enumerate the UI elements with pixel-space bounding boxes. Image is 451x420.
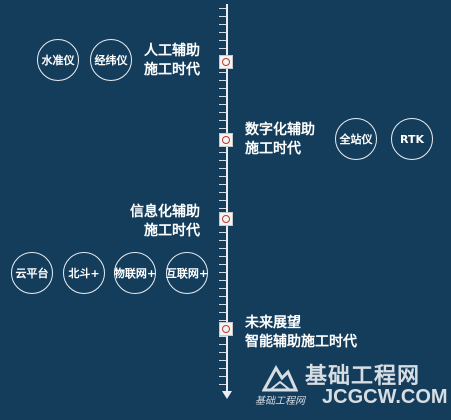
era-future-line1: 未来展望: [245, 315, 301, 331]
tool-iot-bubble: 物联网+: [114, 252, 156, 294]
tool-total-station-bubble: 全站仪: [335, 118, 377, 160]
era-manual-title: 人工辅助 施工时代: [144, 42, 200, 80]
era-digital-line1: 数字化辅助: [245, 122, 315, 138]
watermark-url: JCGCW.COM: [322, 386, 448, 408]
era-info-line1: 信息化辅助: [130, 204, 200, 220]
era-manual-line2: 施工时代: [144, 62, 200, 78]
tool-rtk-bubble: RTK: [391, 118, 433, 160]
timeline-marker-2: [219, 133, 233, 147]
site-logo-icon: [262, 364, 298, 392]
era-digital-title: 数字化辅助 施工时代: [245, 121, 315, 159]
watermark-site-name: 基础工程网: [305, 364, 421, 389]
tool-theodolite-bubble: 经纬仪: [90, 39, 132, 81]
tool-internet-bubble: 互联网+: [166, 252, 208, 294]
era-future-line2: 智能辅助施工时代: [245, 334, 357, 350]
era-info-line2: 施工时代: [144, 223, 200, 239]
arrow-down-icon: [222, 391, 232, 399]
tool-cloud-platform-bubble: 云平台: [11, 252, 53, 294]
watermark-small-text: 基础工程网: [255, 396, 305, 407]
timeline-marker-1: [219, 55, 233, 69]
era-future-title: 未来展望 智能辅助施工时代: [245, 314, 357, 352]
tool-beidou-bubble: 北斗+: [63, 252, 105, 294]
timeline-ticks: [219, 8, 227, 388]
tool-level-bubble: 水准仪: [37, 39, 79, 81]
timeline-marker-3: [219, 212, 233, 226]
timeline-axis: [226, 4, 228, 392]
era-manual-line1: 人工辅助: [144, 43, 200, 59]
era-info-title: 信息化辅助 施工时代: [130, 203, 200, 241]
timeline-marker-4: [219, 322, 233, 336]
era-digital-line2: 施工时代: [245, 141, 301, 157]
